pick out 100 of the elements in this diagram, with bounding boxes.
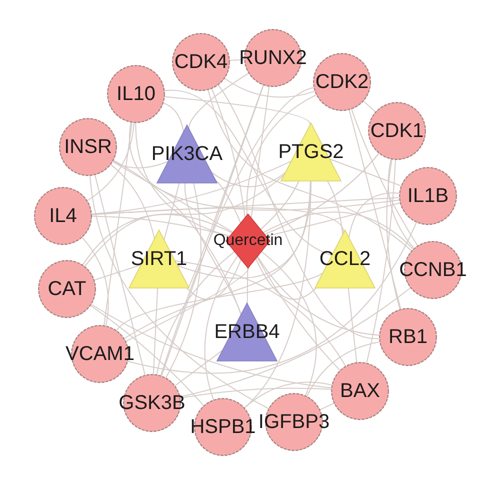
node-label: CDK2: [315, 72, 369, 92]
edge-line: [262, 212, 414, 250]
edge-line: [264, 153, 380, 235]
node-label: ERBB4: [214, 322, 280, 342]
edge-line: [366, 160, 396, 364]
node-label: INSR: [64, 137, 112, 157]
circle-node: [399, 167, 457, 225]
edge-line: [128, 222, 417, 374]
edge-line: [124, 180, 311, 339]
edge-line: [348, 192, 400, 238]
edge-line: [113, 160, 242, 316]
edge-line: [91, 160, 292, 214]
edge-line: [126, 266, 250, 342]
edge-line: [250, 86, 270, 218]
circle-node: [331, 362, 389, 420]
edge-line: [214, 179, 242, 224]
edge-line: [256, 256, 340, 371]
edge-line: [246, 267, 248, 304]
edge-line: [104, 122, 132, 326]
node-label: CAT: [48, 279, 86, 299]
edge-line: [255, 258, 317, 300]
edge-line: [329, 158, 402, 186]
node-label: IL4: [49, 206, 77, 226]
triangle-node: [281, 123, 341, 181]
edge-line: [188, 72, 249, 129]
edge-line: [244, 180, 312, 408]
edge-line: [174, 260, 346, 366]
node-label: RB1: [388, 327, 428, 347]
edge-line: [161, 84, 264, 376]
circle-node: [38, 260, 96, 318]
edge-line: [230, 59, 244, 61]
edge-line: [260, 251, 317, 396]
edge-line: [164, 96, 311, 125]
edge-line: [211, 88, 246, 218]
edge-line: [180, 288, 411, 398]
edge-line: [327, 180, 344, 236]
edge-line: [260, 180, 300, 230]
edge-line: [184, 182, 242, 315]
edge-line: [164, 90, 332, 256]
edge-line: [266, 202, 400, 237]
node-label: CDK1: [370, 121, 424, 141]
edge-line: [94, 264, 142, 280]
edge-line: [257, 256, 380, 336]
edge-line: [110, 164, 155, 240]
circle-node: [379, 308, 437, 366]
edge-line: [186, 258, 242, 300]
edge-line: [91, 304, 332, 388]
edge-line: [363, 100, 376, 112]
edge-line: [152, 288, 158, 374]
edge-line: [112, 161, 234, 233]
edge-line: [90, 175, 269, 409]
edge-line: [82, 237, 109, 326]
edge-line: [166, 182, 202, 378]
edge-line: [156, 251, 236, 375]
edge-line: [174, 350, 223, 386]
circle-node: [34, 187, 92, 245]
edge-line: [92, 207, 344, 233]
edge-line: [224, 78, 315, 98]
edge-line: [163, 102, 184, 132]
edge-line: [211, 172, 286, 188]
edge-line: [129, 122, 400, 211]
node-label: RUNX2: [239, 48, 307, 68]
edge-line: [218, 84, 380, 340]
edge-line: [90, 305, 204, 406]
edge-line: [116, 272, 324, 331]
circle-node: [59, 118, 117, 176]
edge-line: [180, 388, 332, 398]
edge-line: [87, 122, 134, 201]
edge-line: [160, 87, 314, 376]
node-label: GSK3B: [118, 393, 186, 413]
edge-line: [164, 182, 180, 240]
node-label: VCAM1: [66, 344, 134, 364]
node-label: IL1B: [407, 186, 449, 206]
edge-line: [348, 288, 358, 363]
edge-line: [348, 110, 402, 310]
edge-line: [246, 94, 316, 216]
edge-line: [320, 402, 334, 410]
circle-node: [313, 53, 371, 111]
edge-line: [92, 216, 230, 237]
edge-line: [84, 174, 285, 267]
circle-node: [368, 102, 426, 160]
node-label: CCNB1: [399, 260, 467, 280]
node-label: PTGS2: [278, 142, 344, 162]
circle-node: [107, 65, 165, 123]
edge-line: [351, 108, 418, 246]
edge-line: [388, 158, 414, 249]
node-label: HSPB1: [190, 417, 256, 437]
node-label: IGFBP3: [258, 412, 330, 432]
edge-line: [204, 255, 238, 400]
node-label: BAX: [340, 381, 380, 401]
node-label: PIK3CA: [151, 144, 223, 164]
edge-line: [188, 84, 264, 288]
circle-node: [172, 33, 230, 91]
edge-line: [82, 214, 233, 266]
node-label: IL10: [116, 84, 156, 104]
edge-line: [208, 90, 412, 252]
node-label: CDK4: [174, 52, 228, 72]
edge-line: [135, 122, 230, 237]
edge-line: [386, 159, 400, 310]
edge-line: [112, 160, 169, 168]
